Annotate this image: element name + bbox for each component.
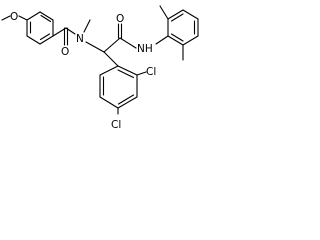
structure-diagram: O O N O NH Cl Cl: [1, 5, 199, 131]
bond-ring3-c: [182, 9, 199, 20]
atom-chloro-top: Cl: [146, 66, 156, 78]
bond-ring3-inner-3: [170, 33, 184, 42]
bond-ring1-a: [26, 11, 41, 21]
bond-ring3-inner-1: [170, 13, 184, 22]
atom-carbonyl-o-right: O: [116, 13, 124, 25]
bond-ring2-a: [117, 65, 138, 76]
bond-carbonyl-n-left: [65, 27, 76, 35]
bond-ring3-f: [167, 35, 184, 46]
bond-n-ch: [85, 41, 105, 53]
bond-ch-ring2: [103, 51, 119, 67]
bonds: [1, 5, 199, 115]
bond-o-ring1: [18, 15, 28, 21]
bond-nh-ring3: [155, 35, 169, 45]
bond-carbonyl-nh: [119, 37, 137, 49]
atom-labels: O O N O NH Cl Cl: [10, 11, 156, 131]
bond-ch-carbonyl-right: [103, 37, 121, 53]
bond-ring1-b: [39, 11, 54, 21]
atom-chloro-bottom: Cl: [111, 119, 121, 131]
bond-ring2-inner-1: [117, 69, 135, 79]
bond-ring2-inner-2: [117, 94, 135, 105]
bond-ring2-cl-top: [136, 71, 147, 76]
bond-ring2-f: [99, 65, 119, 76]
bond-ch3-o: [1, 15, 11, 21]
atom-carbonyl-o-left: O: [61, 46, 69, 58]
bond-ring1-inner-1: [40, 14, 52, 23]
bond-ring2-d: [99, 96, 119, 109]
bond-ring1-carbonyl: [52, 27, 67, 37]
atom-amide-nh: NH: [137, 43, 153, 55]
bond-ring3-e: [182, 35, 199, 46]
bond-n-methyl: [83, 19, 91, 33]
bond-ring3-b: [167, 9, 184, 20]
bond-ring1-d: [39, 35, 54, 45]
bond-ring1-inner-2: [39, 33, 51, 41]
bond-ring1-e: [26, 35, 41, 45]
bond-ring3-methyl-top: [159, 5, 169, 20]
molecule-canvas: O O N O NH Cl Cl: [0, 0, 206, 132]
atom-methoxy-o: O: [10, 11, 18, 23]
bond-ring2-c: [117, 96, 138, 109]
atom-amide-n-left: N: [76, 33, 84, 45]
